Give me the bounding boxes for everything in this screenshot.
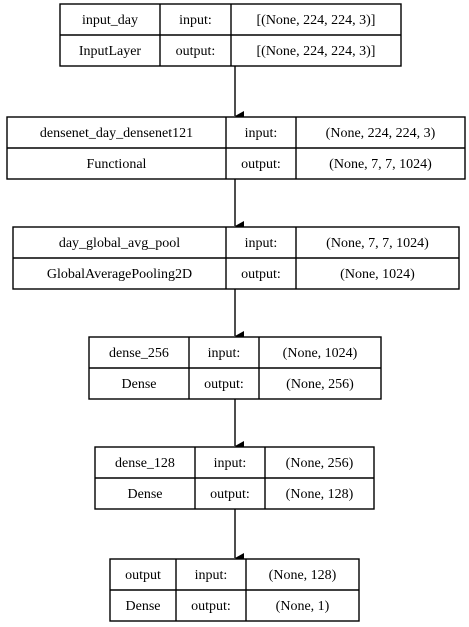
output-shape: (None, 1024) bbox=[340, 267, 415, 282]
output-label: output: bbox=[241, 157, 281, 172]
layer-node-dense-128: dense_128 Dense input: output: (None, 25… bbox=[94, 446, 375, 510]
layer-type: Dense bbox=[122, 377, 157, 392]
layer-name: day_global_avg_pool bbox=[59, 236, 180, 251]
output-shape: (None, 1) bbox=[276, 599, 330, 614]
output-shape: [(None, 224, 224, 3)] bbox=[257, 44, 376, 59]
layer-type: InputLayer bbox=[79, 44, 142, 59]
output-label: output: bbox=[204, 377, 244, 392]
input-label: input: bbox=[195, 568, 228, 583]
layer-type: Dense bbox=[126, 599, 161, 614]
layer-name: dense_256 bbox=[109, 346, 169, 361]
layer-node-dense-256: dense_256 Dense input: output: (None, 10… bbox=[88, 336, 382, 400]
input-shape: (None, 256) bbox=[286, 456, 354, 471]
input-label: input: bbox=[245, 126, 278, 141]
input-shape: (None, 7, 7, 1024) bbox=[326, 236, 429, 251]
layer-node-global-avg-pool: day_global_avg_pool GlobalAveragePooling… bbox=[12, 226, 460, 290]
input-label: input: bbox=[208, 346, 241, 361]
output-label: output: bbox=[241, 267, 281, 282]
output-shape: (None, 7, 7, 1024) bbox=[329, 157, 432, 172]
input-label: input: bbox=[214, 456, 247, 471]
layer-node-input-day: input_day InputLayer input: output: [(No… bbox=[59, 3, 402, 67]
output-label: output: bbox=[210, 487, 250, 502]
layer-node-output: output Dense input: output: (None, 128) … bbox=[109, 558, 360, 622]
output-label: output: bbox=[191, 599, 231, 614]
output-label: output: bbox=[176, 44, 216, 59]
output-shape: (None, 256) bbox=[286, 377, 354, 392]
input-shape: [(None, 224, 224, 3)] bbox=[257, 13, 376, 28]
layer-name: output bbox=[125, 568, 161, 583]
output-shape: (None, 128) bbox=[286, 487, 354, 502]
layer-node-densenet: densenet_day_densenet121 Functional inpu… bbox=[6, 116, 466, 180]
layer-type: Functional bbox=[87, 157, 147, 172]
input-label: input: bbox=[245, 236, 278, 251]
input-shape: (None, 128) bbox=[269, 568, 337, 583]
layer-name: densenet_day_densenet121 bbox=[40, 126, 193, 141]
layer-type: Dense bbox=[128, 487, 163, 502]
layer-name: input_day bbox=[82, 13, 138, 28]
input-shape: (None, 224, 224, 3) bbox=[326, 126, 436, 141]
layer-type: GlobalAveragePooling2D bbox=[47, 267, 192, 282]
layer-name: dense_128 bbox=[115, 456, 175, 471]
input-label: input: bbox=[179, 13, 212, 28]
input-shape: (None, 1024) bbox=[283, 346, 358, 361]
